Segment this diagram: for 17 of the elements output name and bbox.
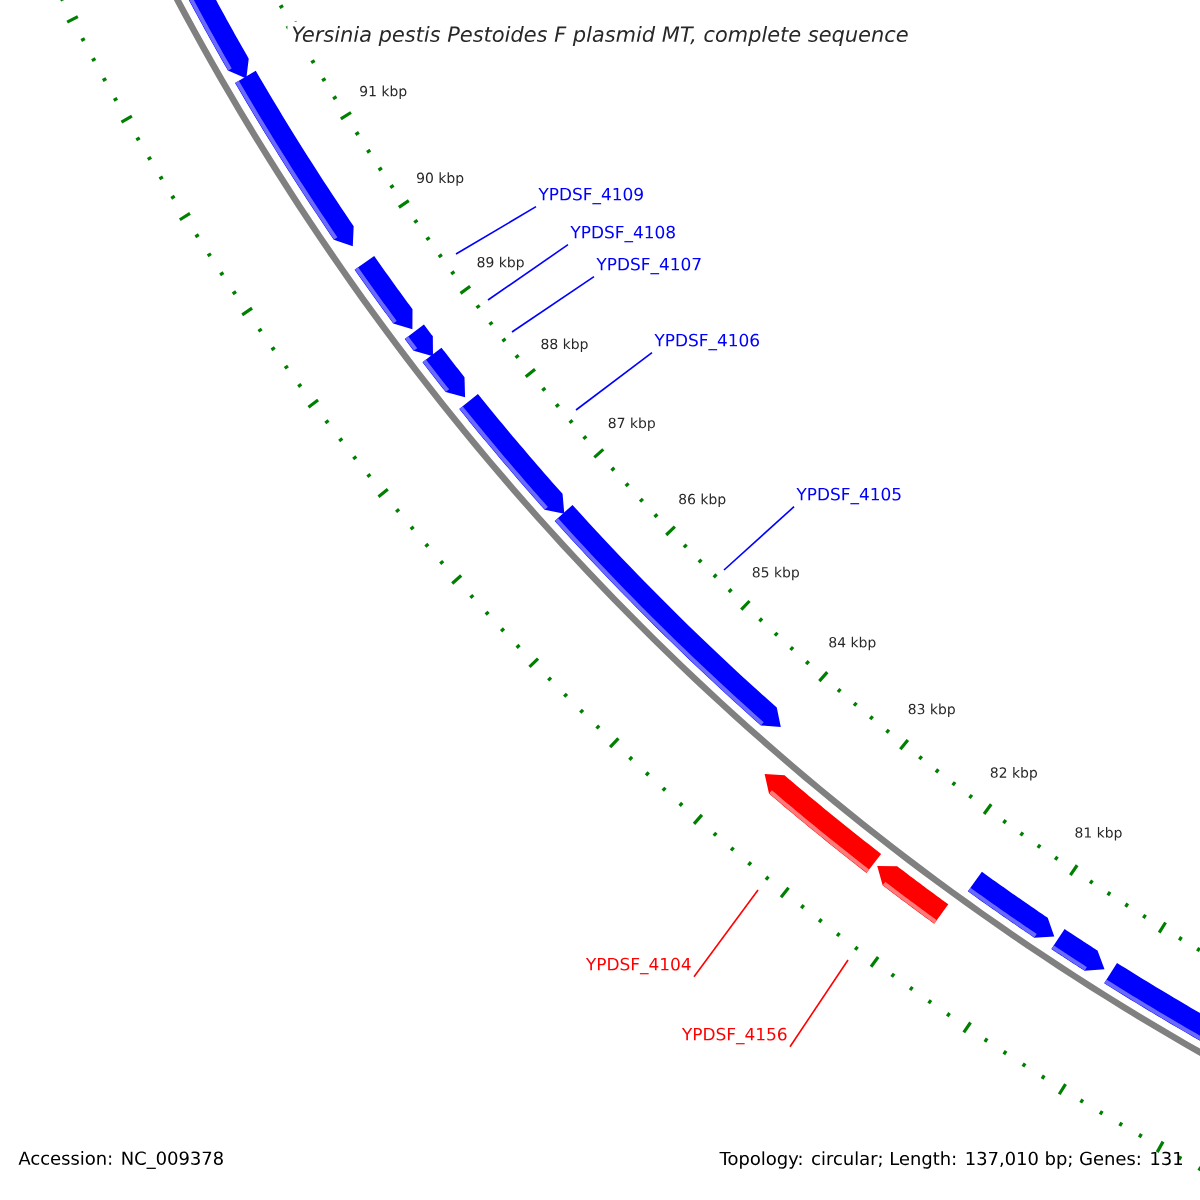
leader-line xyxy=(723,505,795,571)
gene-label: YPDSF_4105 xyxy=(796,487,901,505)
leader-line xyxy=(511,275,595,333)
gene-label: YPDSF_4108 xyxy=(570,225,675,243)
gene-label: YPDSF_4104 xyxy=(585,957,691,975)
leader-line xyxy=(575,351,653,411)
gene-label: YPDSF_4106 xyxy=(654,333,759,351)
leader-line xyxy=(487,243,569,301)
leader-line xyxy=(455,205,537,255)
gene-label: YPDSF_4156 xyxy=(681,1027,787,1045)
gene-label: YPDSF_4107 xyxy=(596,257,701,275)
title: Yersinia pestis Pestoides F plasmid MT, complete sequence xyxy=(287,21,913,51)
accession-text: Accession: NC_009378 xyxy=(18,1151,223,1169)
summary-text: Topology: circular; Length: 137,010 bp; Genes: 131 xyxy=(719,1151,1182,1169)
leader-line xyxy=(693,889,759,978)
gene-label: YPDSF_4109 xyxy=(538,187,643,205)
leader-line xyxy=(789,959,849,1048)
